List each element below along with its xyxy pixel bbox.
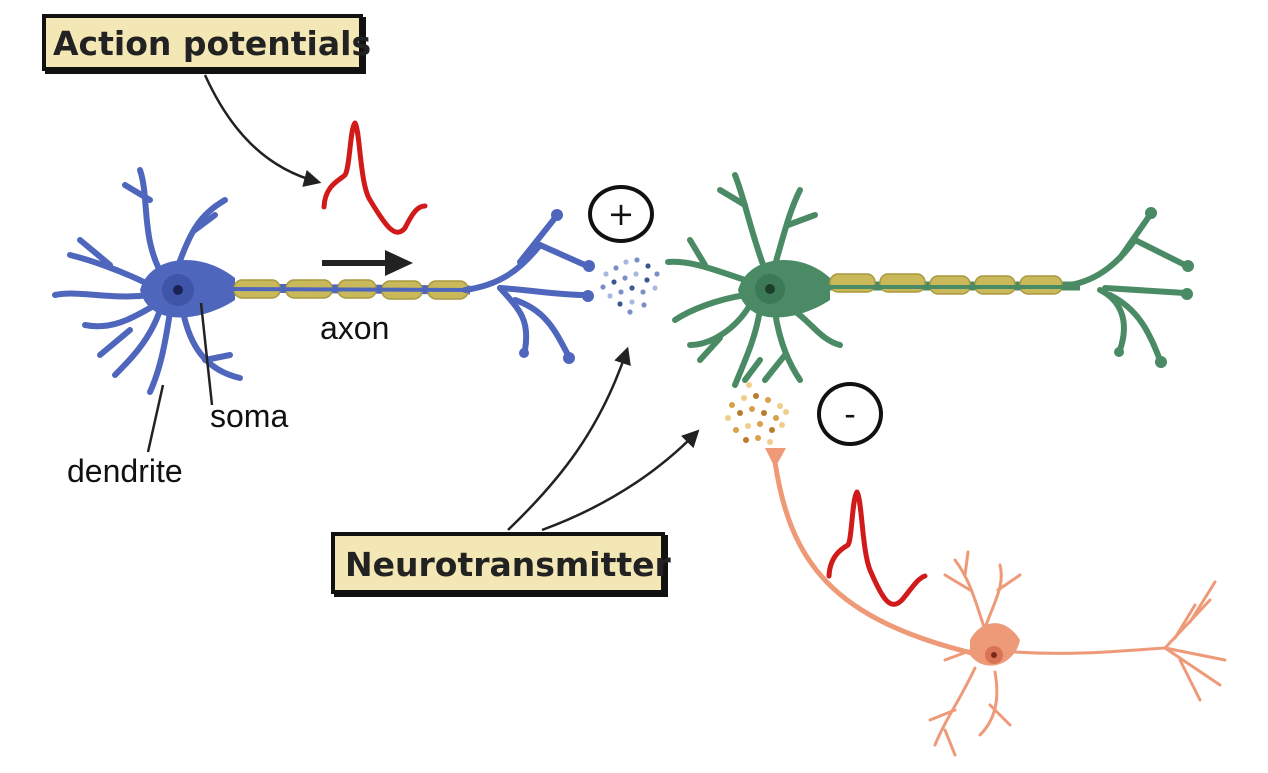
action-potential-trace-top	[321, 120, 428, 235]
inhibitory-neuron	[765, 448, 1227, 757]
soma-label: soma	[210, 398, 289, 434]
label-leader-lines	[146, 302, 214, 453]
action-potential-trace-bottom	[826, 489, 928, 607]
axon-label: axon	[320, 310, 390, 346]
plus-circle-icon: +	[588, 185, 654, 243]
postsynaptic-neuron	[665, 172, 1194, 388]
excitatory-vesicles	[600, 257, 660, 315]
inhibitory-vesicles	[725, 382, 789, 445]
presynaptic-neuron	[52, 167, 595, 395]
annotation-arrows	[203, 74, 700, 532]
arrow-right-icon	[322, 250, 413, 276]
minus-circle-icon: -	[817, 382, 883, 446]
action-potentials-label-box: Action potentials	[42, 14, 371, 71]
dendrite-label: dendrite	[67, 453, 183, 489]
neurotransmitter-label-box: Neurotransmitter	[331, 532, 671, 594]
